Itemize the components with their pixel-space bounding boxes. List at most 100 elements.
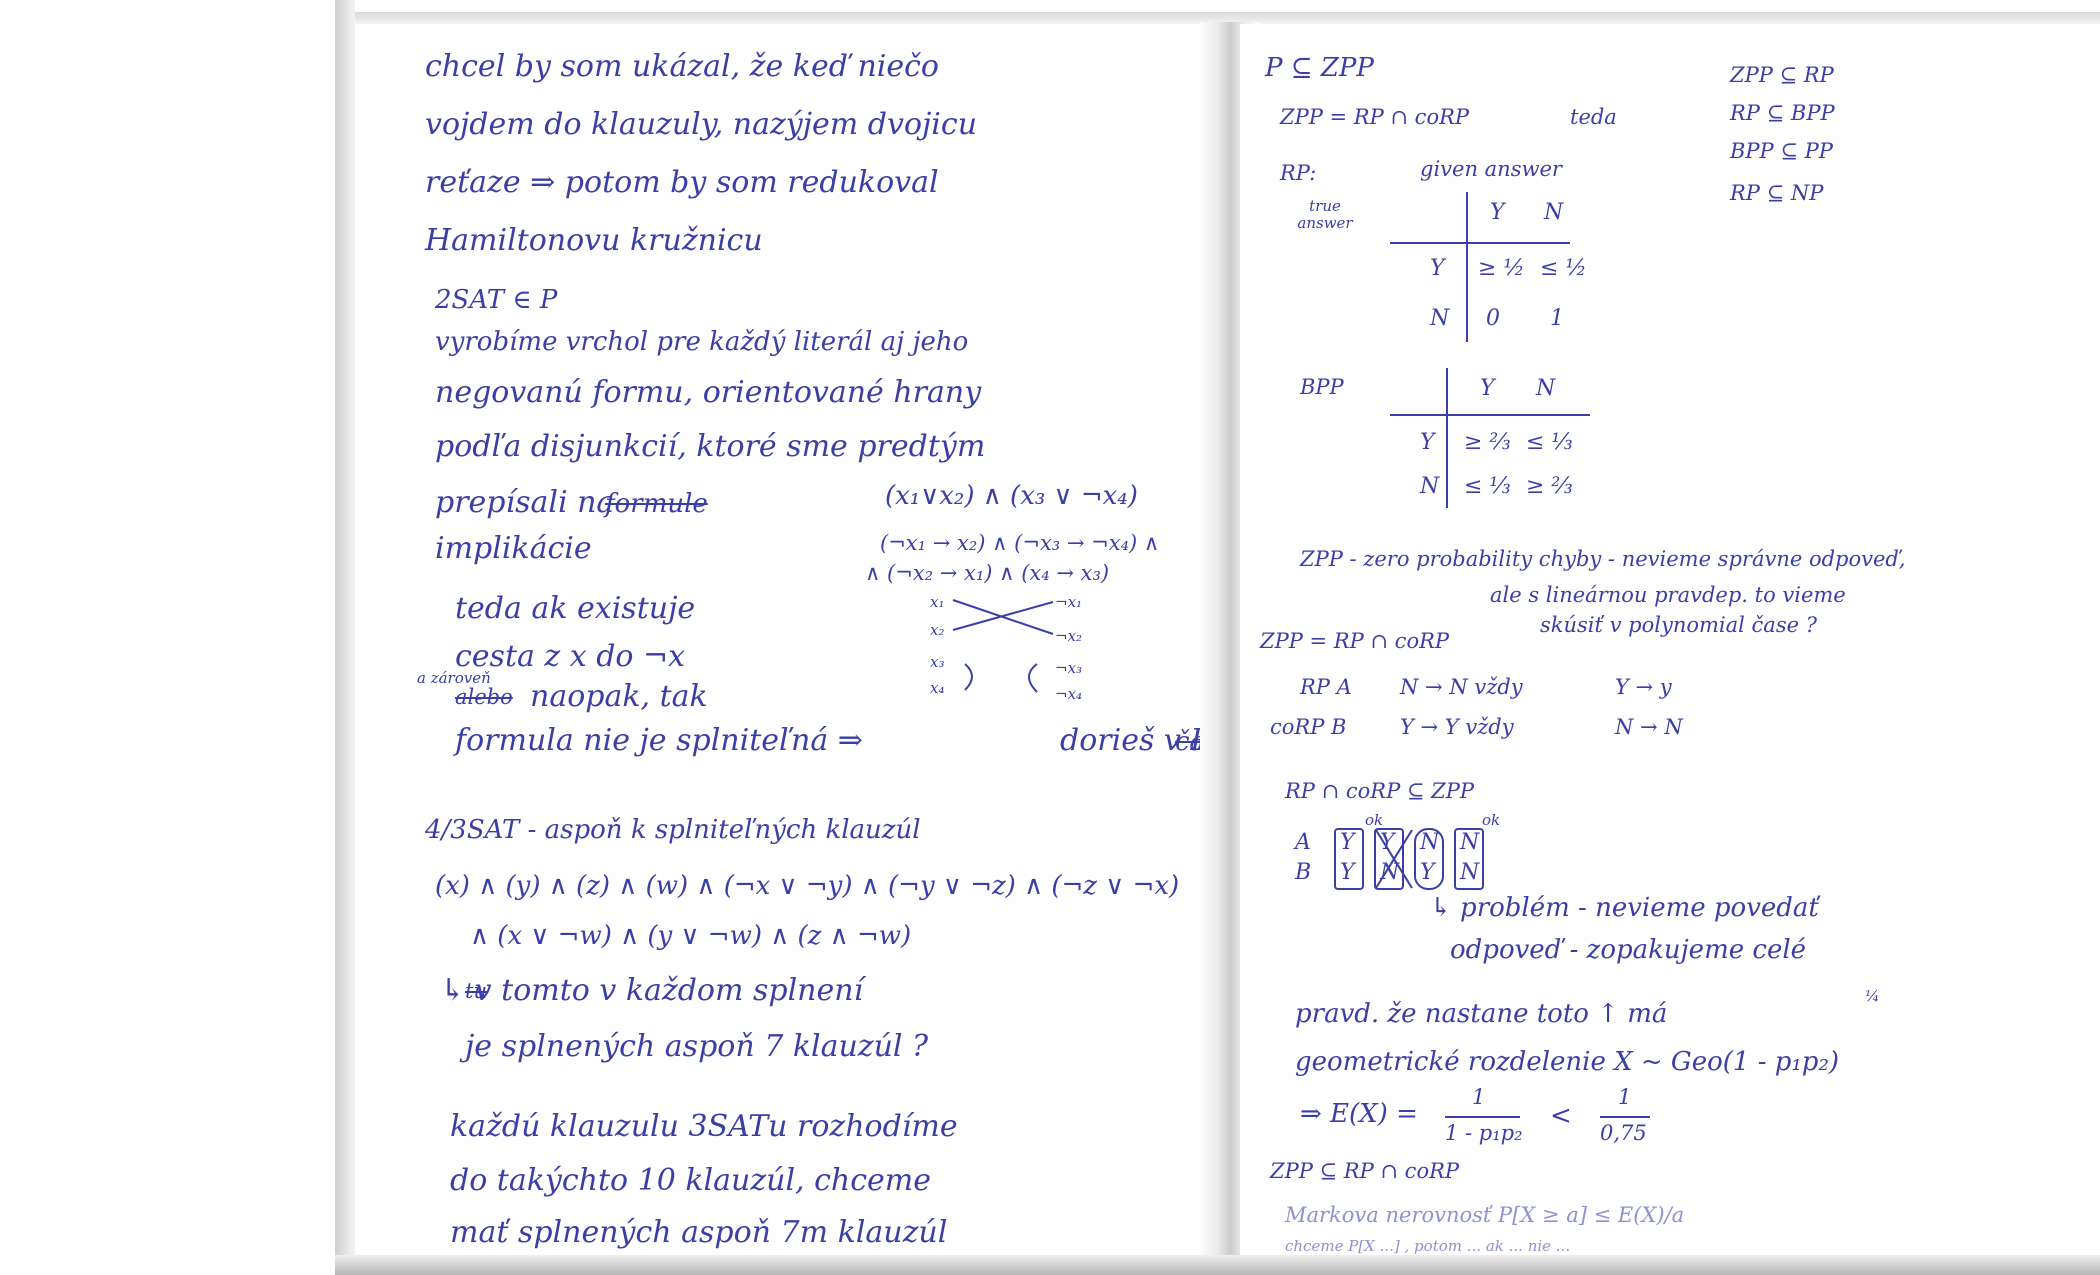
rp-label: RP: — [1280, 161, 1317, 185]
formula-cnf: (x₁∨x₂) ∧ (x₃ ∨ ¬x₄) — [885, 481, 1138, 511]
box-cell: N — [1380, 860, 1400, 885]
formula-implication-1: (¬x₁ → x₂) ∧ (¬x₃ → ¬x₄) ∧ — [880, 531, 1160, 555]
text-line: chcel by som ukázal, že keď niečo — [425, 49, 939, 84]
graph-node: x₄ — [930, 679, 945, 697]
graph-node: ¬x₄ — [1055, 685, 1083, 703]
table-cell: ≤ ⅓ — [1464, 474, 1511, 499]
outcome-box — [1414, 828, 1444, 890]
table-cell: ≥ ½ — [1478, 256, 1525, 281]
text-line: N → N — [1615, 715, 1683, 739]
outcome-box — [1334, 828, 1364, 890]
fraction-note: ¼ — [1865, 987, 1880, 1005]
zpp-definition: ZPP = RP ∩ coRP — [1280, 105, 1470, 129]
4sat-heading: 4/3SAT - aspoň k splniteľných klauzúl — [425, 815, 921, 845]
zpp-definition-2: ZPP = RP ∩ coRP — [1260, 629, 1450, 653]
text-line: geometrické rozdelenie X ~ Geo(1 - p₁p₂) — [1295, 1047, 1840, 1077]
markov-line: Markova nerovnosť P[X ≥ a] ≤ E(X)/a — [1285, 1203, 1685, 1227]
graph-node: x₃ — [930, 653, 945, 671]
inclusion-line: RP ⊆ NP — [1730, 181, 1824, 205]
text-line: Y → Y vždy — [1400, 715, 1514, 739]
text-line: každú klauzulu 3SATu rozhodíme — [450, 1109, 958, 1144]
text-line: do takýchto 10 klauzúl, chceme — [450, 1163, 932, 1198]
table-cell: ≤ ⅓ — [1526, 430, 1573, 455]
text-line: naopak, tak — [530, 679, 708, 714]
text-line: pravd. že nastane toto ↑ má — [1295, 999, 1668, 1029]
table-rule — [1446, 368, 1448, 508]
table-rule — [1390, 414, 1590, 416]
table-cell: ≥ ⅔ — [1464, 430, 1511, 455]
4sat-formula-2: ∧ (x ∨ ¬w) ∧ (y ∨ ¬w) ∧ (z ∧ ¬w) — [470, 921, 912, 951]
right-page: P ⊆ ZPP ZPP = RP ∩ coRP teda ZPP ⊆ RP RP… — [1240, 24, 2100, 1256]
less-than-sign: < — [1550, 1101, 1572, 1131]
text-line: je splnených aspoň 7 klauzúl ? — [465, 1029, 929, 1064]
corp-b-label: coRP B — [1270, 715, 1347, 739]
box-cell: Y — [1420, 860, 1435, 885]
page-title: P ⊆ ZPP — [1265, 53, 1374, 83]
inclusion-line: RP ⊆ BPP — [1730, 101, 1835, 125]
fraction-numerator: 1 — [1618, 1085, 1632, 1109]
text-line: vojdem do klauzuly, nazýjem dvojicu — [425, 107, 978, 142]
struck-word: tu — [465, 979, 487, 1003]
text-line: ↳ v tomto v každom splnení — [440, 973, 864, 1008]
scan-top-edge — [355, 12, 2100, 26]
box-row-label: B — [1295, 860, 1312, 885]
fraction-denominator: 1 - p₁p₂ — [1445, 1121, 1523, 1145]
rp-a-label: RP A — [1300, 675, 1352, 699]
text-line: implikácie — [435, 531, 592, 566]
graph-node: ¬x₂ — [1055, 627, 1083, 645]
text-line: Y → y — [1615, 675, 1672, 699]
zpp-inclusion: ZPP ⊆ RP ∩ coRP — [1270, 1159, 1460, 1183]
margin-note: a zároveň — [417, 669, 491, 687]
table-col-header: N — [1536, 376, 1556, 401]
scan-left-shadow — [335, 0, 355, 1275]
table-cell: 0 — [1486, 306, 1500, 331]
formula-implication-2: ∧ (¬x₂ → x₁) ∧ (x₄ → x₃) — [865, 561, 1110, 585]
box-cell: Y — [1340, 830, 1355, 855]
table-col-header: Y — [1490, 200, 1505, 225]
text-line: odpoveď - zopakujeme celé — [1450, 935, 1807, 965]
box-cross-out — [1375, 829, 1413, 889]
box-cell: N — [1420, 830, 1440, 855]
box-row-label: A — [1295, 830, 1311, 855]
graph-edges — [952, 599, 1054, 693]
table-row-header: N — [1420, 474, 1440, 499]
text-line: dorieš v P — [1060, 723, 1211, 758]
scan-bottom-edge — [335, 1255, 2100, 1275]
table-col-header: Y — [1480, 376, 1495, 401]
text-line: negovanú formu, orientované hrany — [435, 375, 982, 410]
graph-node: ¬x₃ — [1055, 659, 1083, 677]
given-answer-label: given answer — [1420, 157, 1562, 181]
table-row-header: Y — [1420, 430, 1435, 455]
true-answer-label: true answer — [1297, 197, 1353, 232]
table-row-header: Y — [1430, 256, 1445, 281]
text-line: mať splnených aspoň 7m klauzúl — [450, 1215, 948, 1250]
text-line: vyrobíme vrchol pre každý literál aj jeh… — [435, 327, 969, 357]
fraction-bar — [1445, 1116, 1520, 1118]
text-line: skúsiť v polynomial čase ? — [1540, 613, 1817, 637]
text-line: reťaze ⇒ potom by som redukoval — [425, 165, 939, 200]
rp-corp-inclusion: RP ∩ coRP ⊆ ZPP — [1285, 779, 1475, 803]
box-cell: N — [1460, 860, 1480, 885]
ok-mark: ok — [1482, 811, 1501, 829]
table-rule — [1466, 192, 1468, 342]
text-line: ale s lineárnou pravdep. to vieme — [1490, 583, 1846, 607]
text-line: N → N vždy — [1400, 675, 1523, 699]
table-cell: ≥ ⅔ — [1526, 474, 1573, 499]
table-cell: ≤ ½ — [1540, 256, 1587, 281]
inclusion-line: BPP ⊆ PP — [1730, 139, 1833, 163]
2sat-heading: 2SAT ∈ P — [435, 285, 558, 315]
text-line: formula nie je splniteľná ⇒ — [455, 723, 863, 758]
fraction-denominator: 0,75 — [1600, 1121, 1647, 1145]
text-line: ZPP - zero probability chyby - nevieme s… — [1300, 547, 1906, 571]
box-cell: Y — [1340, 860, 1355, 885]
text-line: cesta z x do ¬x — [455, 639, 686, 674]
text-line: teda ak existuje — [455, 591, 696, 626]
expectation-lhs: ⇒ E(X) = — [1300, 1099, 1418, 1129]
4sat-formula-1: (x) ∧ (y) ∧ (z) ∧ (w) ∧ (¬x ∨ ¬y) ∧ (¬y … — [435, 871, 1180, 901]
fraction-bar — [1600, 1116, 1650, 1118]
table-col-header: N — [1544, 200, 1564, 225]
text-line: podľa disjunkcií, ktoré sme predtým — [435, 429, 986, 464]
graph-node: ¬x₁ — [1055, 593, 1083, 611]
outcome-box — [1374, 828, 1404, 890]
text-line: prepísali na — [435, 485, 615, 520]
